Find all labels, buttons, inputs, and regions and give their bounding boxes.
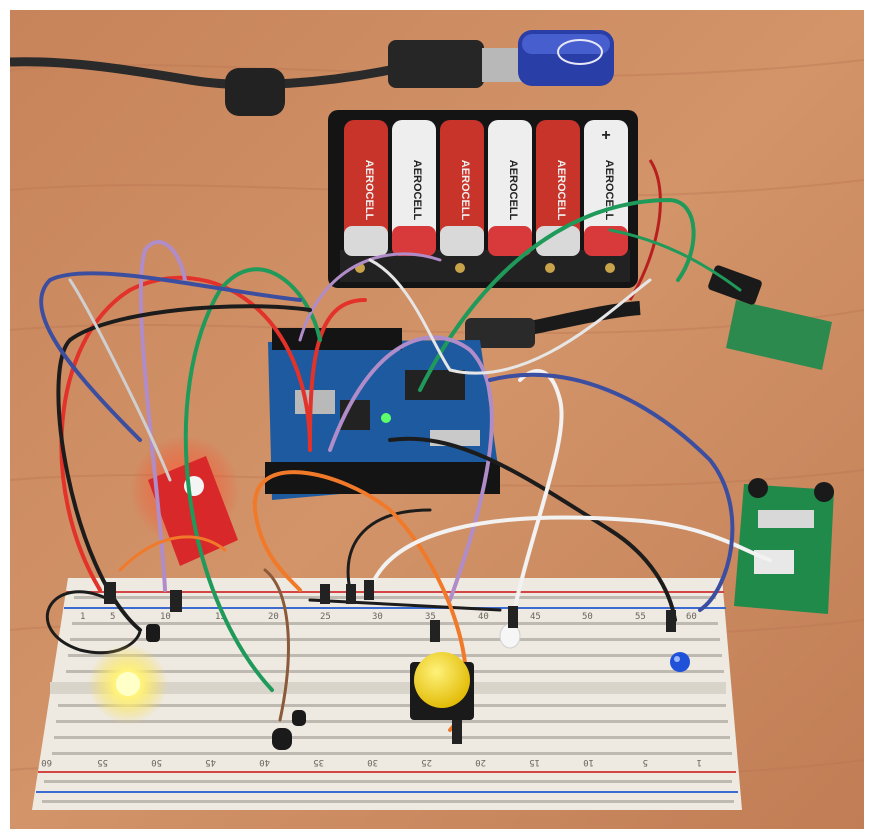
bluetooth-dongle xyxy=(518,30,614,86)
wire-green-long xyxy=(183,267,322,692)
wire-white-long xyxy=(368,515,772,592)
breadboard xyxy=(32,578,742,810)
wire-pins xyxy=(104,580,676,744)
wire-white-top xyxy=(368,258,652,375)
usb-cable xyxy=(10,40,522,116)
wire-black-mid xyxy=(346,508,432,592)
column-number: 5 xyxy=(643,757,648,767)
arduino-led xyxy=(381,413,391,423)
push-button xyxy=(410,652,474,720)
battery-5: AEROCELL xyxy=(536,120,580,256)
column-number: 55 xyxy=(635,612,646,622)
wire-green-bt xyxy=(608,228,742,292)
column-number: 1 xyxy=(697,757,702,767)
jumper-wires xyxy=(39,197,772,732)
battery-label: AEROCELL xyxy=(459,160,471,221)
column-number: 60 xyxy=(41,757,52,767)
column-number: 60 xyxy=(686,612,697,622)
battery-label: AEROCELL xyxy=(507,160,519,221)
wire-blue-right xyxy=(488,372,735,612)
column-number: 55 xyxy=(97,757,108,767)
blue-led xyxy=(670,652,690,672)
photo-frame: AEROCELL AEROCELL AEROCELL AEROCELL AERO… xyxy=(10,10,864,829)
column-number: 5 xyxy=(110,612,115,622)
column-number: 15 xyxy=(215,612,226,622)
column-number: 35 xyxy=(313,757,324,767)
column-number: 10 xyxy=(160,612,171,622)
column-number: 35 xyxy=(425,612,436,622)
battery-6: + AEROCELL xyxy=(584,120,628,256)
column-number: 50 xyxy=(151,757,162,767)
wire-black-short xyxy=(308,598,502,612)
battery-label: AEROCELL xyxy=(411,160,423,221)
column-number: 45 xyxy=(530,612,541,622)
wire-gray-top xyxy=(68,278,172,482)
power-jack-cable xyxy=(465,159,662,348)
battery-1: AEROCELL xyxy=(344,120,388,256)
column-number: 45 xyxy=(205,757,216,767)
battery-2: AEROCELL xyxy=(392,120,436,256)
transistors xyxy=(146,624,306,750)
battery-label: AEROCELL xyxy=(555,160,567,221)
usb-plug xyxy=(388,40,484,88)
column-number: 25 xyxy=(421,757,432,767)
wire-orange xyxy=(252,470,469,732)
wire-blue-left xyxy=(39,271,302,442)
battery-label: AEROCELL xyxy=(363,160,375,221)
wire-purple-mid xyxy=(328,335,494,602)
battery-4: AEROCELL xyxy=(488,120,532,256)
arduino-board xyxy=(265,328,500,500)
column-number: 40 xyxy=(478,612,489,622)
column-number: 1 xyxy=(80,612,85,622)
wire-white-mid xyxy=(508,369,564,632)
column-number: 40 xyxy=(259,757,270,767)
column-number: 20 xyxy=(475,757,486,767)
column-number: 30 xyxy=(367,757,378,767)
column-number: 20 xyxy=(268,612,279,622)
column-number: 50 xyxy=(582,612,593,622)
usb-metal xyxy=(482,48,522,82)
yellow-led-glow xyxy=(88,644,168,724)
wire-red-left xyxy=(59,275,312,592)
pir-sensor-board xyxy=(734,478,834,614)
wire-orange-left xyxy=(118,535,227,572)
wire-purple-top xyxy=(298,252,442,342)
wire-green-right xyxy=(418,197,696,392)
breadboard-bottom-numbers: 60 55 50 45 40 35 30 25 20 15 10 5 1 xyxy=(41,757,702,767)
column-number: 10 xyxy=(583,757,594,767)
column-number: 30 xyxy=(372,612,383,622)
ferrite-bead xyxy=(225,68,285,116)
wire-purple-left xyxy=(138,240,187,592)
breadboard-top-numbers: 1 5 10 15 20 25 30 35 40 45 50 55 60 xyxy=(80,612,697,622)
wire-brown-down xyxy=(263,568,290,722)
battery-3: AEROCELL xyxy=(440,120,484,256)
breadboard-holes xyxy=(42,596,734,803)
wire-black-left xyxy=(56,304,312,632)
battery-plus-sign: + xyxy=(601,127,610,144)
column-number: 25 xyxy=(320,612,331,622)
battery-label: AEROCELL xyxy=(603,160,615,221)
column-number: 15 xyxy=(529,757,540,767)
electronics-photo: AEROCELL AEROCELL AEROCELL AEROCELL AERO… xyxy=(10,10,864,829)
